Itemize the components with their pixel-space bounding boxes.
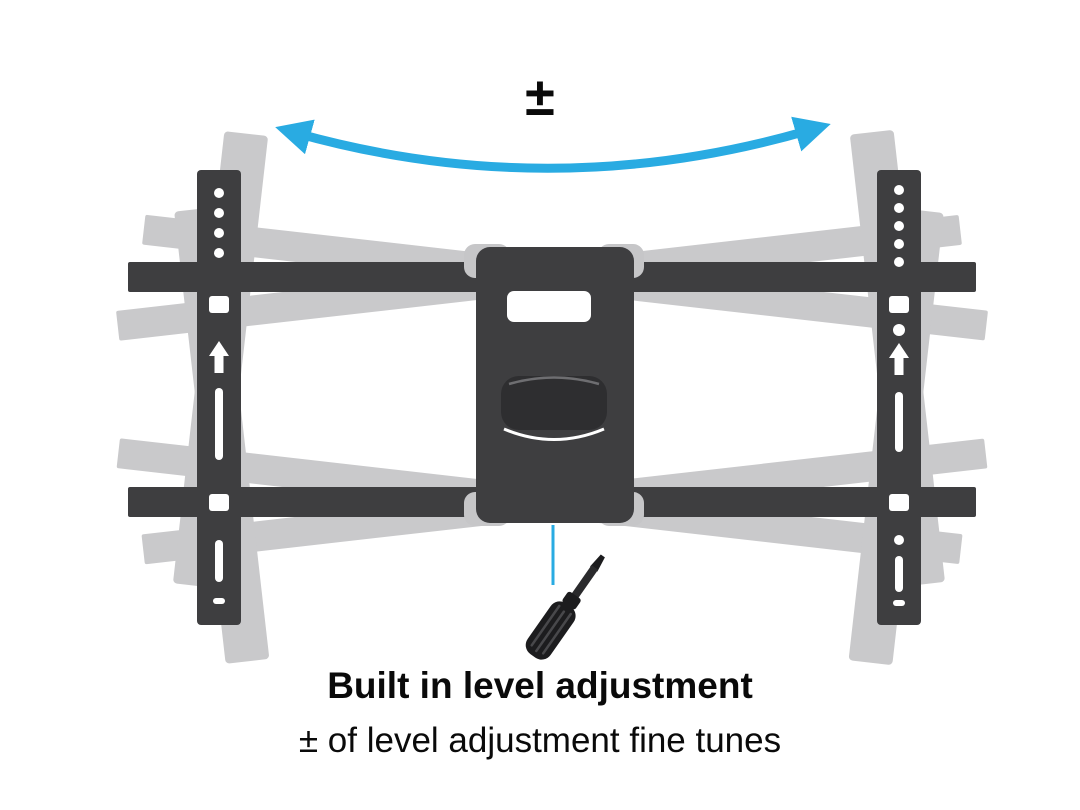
caption-subtitle: ± of level adjustment fine tunes [298, 721, 782, 761]
right-vesa-rail [877, 170, 921, 625]
swivel-arrow-icon [275, 116, 831, 173]
plate-slot [507, 291, 591, 322]
screwdriver-icon [525, 554, 605, 660]
level-adjust-handle [501, 376, 607, 441]
caption-block: Built in level adjustment ± of level adj… [0, 664, 1080, 762]
left-vesa-rail [197, 170, 241, 625]
center-plate [464, 244, 644, 526]
caption-title: Built in level adjustment [327, 665, 753, 706]
plus-minus-symbol: ± [525, 67, 555, 127]
